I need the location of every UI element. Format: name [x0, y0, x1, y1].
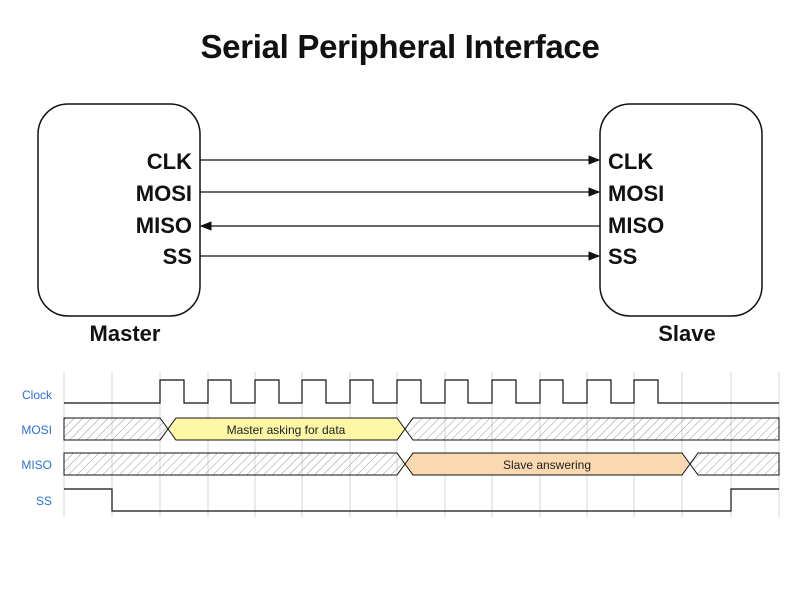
- master-box: [37, 103, 201, 317]
- clock-waveform: [64, 379, 779, 404]
- ss-waveform: [64, 488, 779, 512]
- timing-label-ss: SS: [36, 494, 52, 508]
- master-pin-mosi: MOSI: [136, 181, 192, 206]
- timing-label-miso: MISO: [21, 458, 52, 472]
- mosi-packet: [167, 417, 406, 441]
- slave-pin-miso: MISO: [608, 213, 664, 238]
- miso-packet: [404, 452, 691, 476]
- miso-packet-label: Slave answering: [503, 458, 591, 472]
- master-pin-miso: MISO: [136, 213, 192, 238]
- mosi-packet-label: Master asking for data: [227, 423, 346, 437]
- slave-pin-clk: CLK: [608, 149, 653, 174]
- miso-waveform: [63, 452, 780, 476]
- master-label: Master: [90, 321, 161, 346]
- slave-label: Slave: [658, 321, 716, 346]
- slave-pin-ss: SS: [608, 244, 637, 269]
- master-pin-ss: SS: [163, 244, 192, 269]
- slave-pin-mosi: MOSI: [608, 181, 664, 206]
- timing-label-mosi: MOSI: [21, 423, 52, 437]
- slave-box: [599, 103, 763, 317]
- page-title: Serial Peripheral Interface: [200, 28, 600, 65]
- master-pin-clk: CLK: [147, 149, 192, 174]
- timing-label-clock: Clock: [22, 388, 53, 402]
- mosi-waveform: [63, 417, 780, 441]
